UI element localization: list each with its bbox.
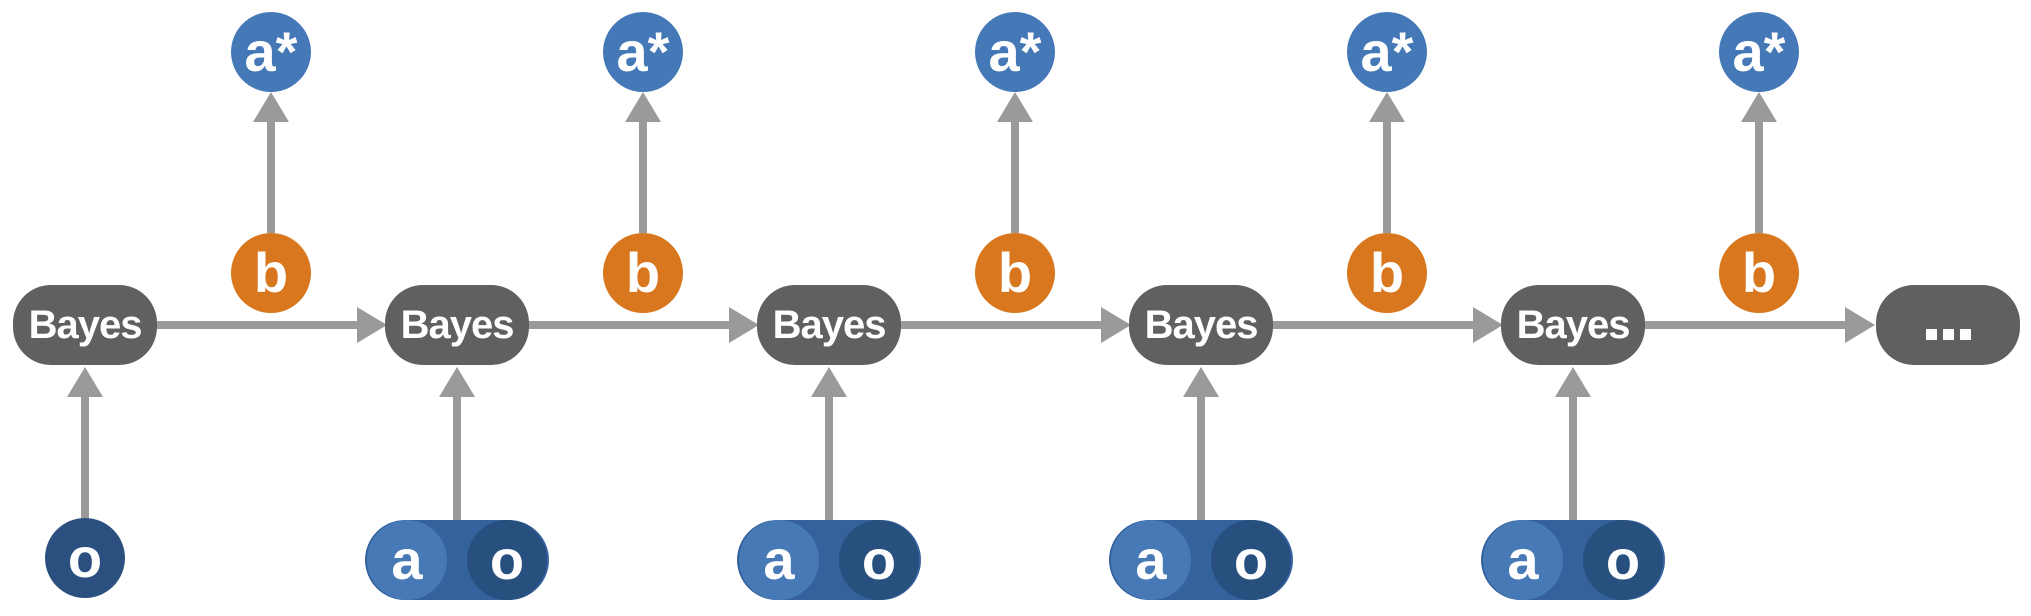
arrow-belief-to-action-line <box>267 118 275 233</box>
arrow-input-to-bayes-line <box>825 393 833 520</box>
arrow-bayes-to-bayes-line <box>1645 321 1847 329</box>
ellipsis-dot-icon <box>1942 328 1954 340</box>
action-observation-pill: a o <box>1109 520 1293 600</box>
continuation-node <box>1876 285 2020 365</box>
arrow-belief-to-action-head-icon <box>253 92 289 122</box>
observation-node: o <box>467 520 547 600</box>
observation-node: o <box>1583 520 1663 600</box>
belief-node: b <box>1347 233 1427 313</box>
optimal-action-label: a* <box>988 20 1042 83</box>
belief-label: b <box>625 241 661 304</box>
arrow-belief-to-action-head-icon <box>997 92 1033 122</box>
arrow-bayes-to-bayes-line <box>529 321 731 329</box>
arrow-input-to-bayes-line <box>81 393 89 520</box>
belief-node: b <box>975 233 1055 313</box>
bayes-label: Bayes <box>1516 303 1631 347</box>
action-label: a <box>1135 528 1167 591</box>
arrow-belief-to-action-line <box>1755 118 1763 233</box>
belief-node: b <box>1719 233 1799 313</box>
observation-label: o <box>1233 528 1269 591</box>
ellipsis-dot-icon <box>1925 328 1937 340</box>
arrow-bayes-to-bayes-head-icon <box>1101 307 1131 343</box>
optimal-action-label: a* <box>1732 20 1786 83</box>
bayes-node: Bayes <box>385 285 529 365</box>
arrow-input-to-bayes-head-icon <box>1555 367 1591 397</box>
observation-label: o <box>861 528 897 591</box>
optimal-action-node: a* <box>1719 12 1799 92</box>
arrow-bayes-to-bayes-line <box>1273 321 1475 329</box>
optimal-action-label: a* <box>244 20 298 83</box>
arrow-input-to-bayes-line <box>1197 393 1205 520</box>
action-label: a <box>1507 528 1539 591</box>
action-label: a <box>391 528 423 591</box>
arrow-belief-to-action-head-icon <box>1741 92 1777 122</box>
belief-label: b <box>997 241 1033 304</box>
arrow-belief-to-action-head-icon <box>625 92 661 122</box>
arrow-input-to-bayes-head-icon <box>439 367 475 397</box>
bayes-node: Bayes <box>1129 285 1273 365</box>
arrow-bayes-to-bayes-head-icon <box>1473 307 1503 343</box>
optimal-action-label: a* <box>616 20 670 83</box>
arrow-bayes-to-bayes-head-icon <box>357 307 387 343</box>
arrow-bayes-to-bayes-head-icon <box>1845 307 1875 343</box>
optimal-action-node: a* <box>1347 12 1427 92</box>
observation-label: o <box>67 526 103 589</box>
bayes-node: Bayes <box>1501 285 1645 365</box>
arrow-bayes-to-bayes-head-icon <box>729 307 759 343</box>
optimal-action-node: a* <box>231 12 311 92</box>
action-label: a <box>763 528 795 591</box>
action-node: a <box>1111 520 1191 600</box>
bayes-label: Bayes <box>400 303 515 347</box>
action-node: a <box>1483 520 1563 600</box>
observation-node: o <box>1211 520 1291 600</box>
optimal-action-node: a* <box>603 12 683 92</box>
arrow-belief-to-action-head-icon <box>1369 92 1405 122</box>
arrow-input-to-bayes-head-icon <box>1183 367 1219 397</box>
arrow-bayes-to-bayes-line <box>157 321 359 329</box>
arrow-bayes-to-bayes-line <box>901 321 1103 329</box>
action-node: a <box>367 520 447 600</box>
action-observation-pill: a o <box>365 520 549 600</box>
bayes-node: Bayes <box>757 285 901 365</box>
arrow-input-to-bayes-head-icon <box>811 367 847 397</box>
belief-label: b <box>1741 241 1777 304</box>
bayes-label: Bayes <box>28 303 143 347</box>
belief-node: b <box>231 233 311 313</box>
ellipsis-dot-icon <box>1959 328 1971 340</box>
observation-node: o <box>45 518 125 598</box>
observation-label: o <box>489 528 525 591</box>
arrow-belief-to-action-line <box>1011 118 1019 233</box>
bayes-label: Bayes <box>1144 303 1259 347</box>
belief-label: b <box>253 241 289 304</box>
action-observation-pill: a o <box>737 520 921 600</box>
observation-node: o <box>839 520 919 600</box>
action-node: a <box>739 520 819 600</box>
bayes-label: Bayes <box>772 303 887 347</box>
arrow-input-to-bayes-head-icon <box>67 367 103 397</box>
arrow-input-to-bayes-line <box>453 393 461 520</box>
arrow-input-to-bayes-line <box>1569 393 1577 520</box>
observation-label: o <box>1605 528 1641 591</box>
bayes-node: Bayes <box>13 285 157 365</box>
optimal-action-node: a* <box>975 12 1055 92</box>
arrow-belief-to-action-line <box>1383 118 1391 233</box>
action-observation-pill: a o <box>1481 520 1665 600</box>
optimal-action-label: a* <box>1360 20 1414 83</box>
belief-label: b <box>1369 241 1405 304</box>
belief-node: b <box>603 233 683 313</box>
arrow-belief-to-action-line <box>639 118 647 233</box>
